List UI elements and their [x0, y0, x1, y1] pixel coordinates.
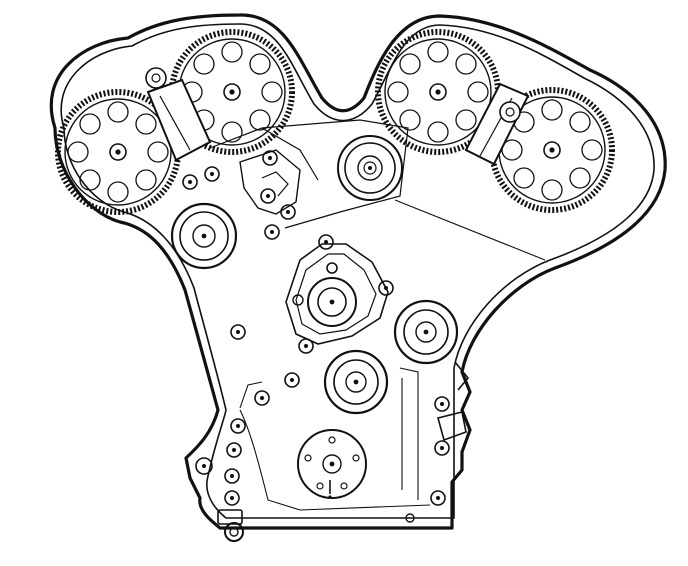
belt-seam-lines	[239, 199, 546, 511]
left-accessory-pulley	[170, 202, 238, 270]
sprocket-holes	[67, 101, 169, 203]
cover-plate-edge	[209, 119, 409, 229]
water-pump-pulley	[285, 234, 394, 354]
bracket-upper-left	[182, 149, 301, 240]
idler-lower-right	[393, 299, 459, 365]
tensioner-left	[145, 67, 212, 162]
idler-lower-center	[323, 349, 389, 415]
crankshaft-sprocket	[297, 429, 367, 499]
bottom-stud	[217, 509, 244, 542]
tensioner-right	[464, 82, 530, 166]
cover-bolts	[195, 324, 450, 523]
sprocket-holes	[387, 41, 489, 143]
sprocket-holes	[501, 99, 603, 201]
idler-upper	[337, 135, 403, 201]
right-side-tabs	[437, 361, 470, 442]
timing-cover-outline	[49, 13, 667, 530]
